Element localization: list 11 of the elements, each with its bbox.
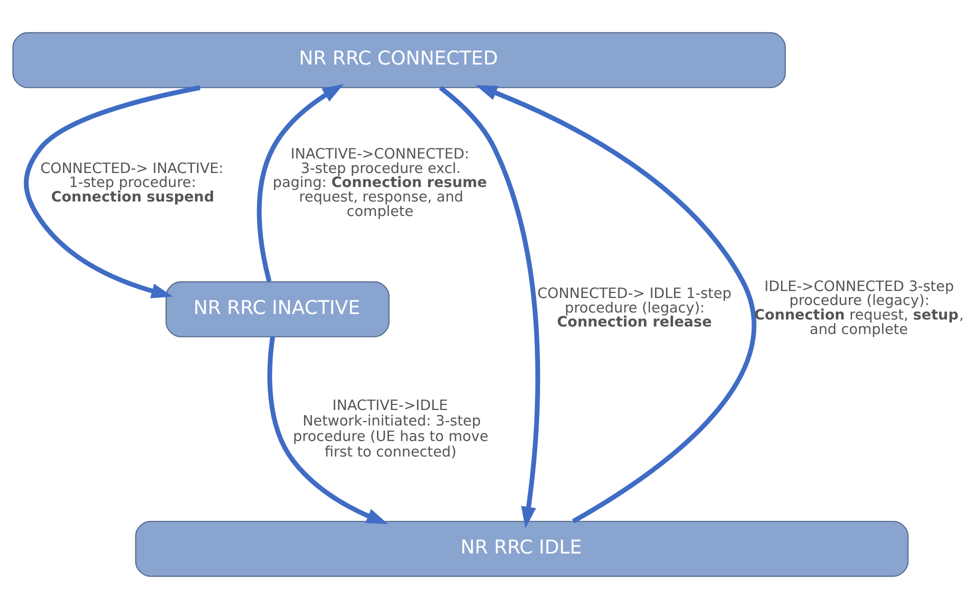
edge-label: INACTIVE->IDLE Network-initiated: 3-step procedure (UE has to move first to connected) (293, 398, 488, 461)
node-box: NR RRC INACTIVE (166, 281, 390, 338)
arrow (438, 86, 540, 528)
edge-label: CONNECTED-> IDLE 1-step procedure (legacy): Connection release (537, 286, 732, 331)
edge-label: INACTIVE->CONNECTED: 3-step procedure excl. paging: Connection resume request, response, and complete (272, 146, 487, 220)
node-box: NR RRC IDLE (135, 520, 909, 577)
arrow (476, 85, 756, 524)
node-box: NR RRC CONNECTED (12, 32, 786, 88)
arrow (256, 84, 344, 282)
edge-label: CONNECTED-> INACTIVE: 1-step procedure: Connection suspend (40, 160, 224, 206)
arrow (267, 336, 388, 524)
